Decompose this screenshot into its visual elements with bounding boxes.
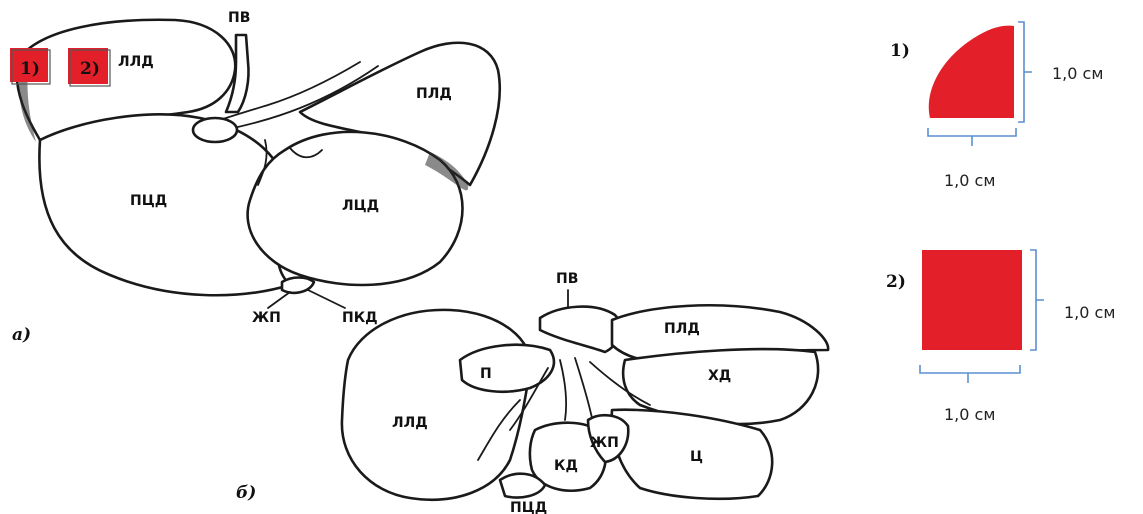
porta-hepatis-a [193,118,237,142]
lower-lobe-edge-b [500,474,545,498]
leader-zhp-a [268,292,290,308]
label-zhp-a: ЖП [252,310,281,326]
sample-1-width-label: 1,0 см [944,171,995,190]
marker-1-label: 1) [20,59,40,79]
sample-1-number: 1) [890,41,910,61]
sample-2-width-label: 1,0 см [944,405,995,424]
sample-2-number: 2) [886,272,906,292]
sample-1-height-bracket [1018,22,1032,122]
label-pv-b: ПВ [556,271,578,287]
label-ltsd-a: ЛЦД [342,198,379,214]
sample-1-width-bracket [928,128,1016,146]
lobe-left-lateral-b [342,310,531,500]
label-pld-a: ПЛД [416,86,452,102]
sample-2-height-bracket [1030,250,1044,350]
label-pld-b: ПЛД [664,321,700,337]
sample-1-height-label: 1,0 см [1052,64,1103,83]
label-hd-b: ХД [708,368,731,384]
label-zhp-b: ЖП [590,435,619,451]
sample-2-shape [922,250,1022,350]
label-kd-b: КД [554,458,578,474]
label-pv-a: ПВ [228,10,250,26]
panel-label-b: б) [236,483,256,503]
sample-2: 2) 1,0 см 1,0 см [886,250,1115,424]
figure-a: 1) 2) ПВ ЛЛД ПЛД ПЦД ЛЦД ЖП ПКД а) [10,10,500,345]
marker-2-label: 2) [80,59,100,79]
sample-2-height-label: 1,0 см [1064,303,1115,322]
papillary-process-b [460,345,554,392]
label-ts-b: Ц [690,449,703,465]
figure-b: ПВ ПЛД П ХД ЛЛД ЖП КД Ц ПЦД б) [236,271,828,514]
label-ptsd-b: ПЦД [510,500,547,514]
sample-2-width-bracket [920,365,1020,383]
label-lld-left-a: ЛЛД [118,54,154,70]
label-pkd-a: ПКД [342,310,378,326]
sample-1-shape [929,26,1014,118]
leader-pkd-a [308,290,345,308]
label-p-b: П [480,366,492,382]
portal-vein-b [540,307,620,352]
panel-label-a: а) [12,325,31,345]
label-lld-b: ЛЛД [392,415,428,431]
label-ptsd-a: ПЦД [130,193,167,209]
sample-1: 1) 1,0 см 1,0 см [890,22,1103,190]
